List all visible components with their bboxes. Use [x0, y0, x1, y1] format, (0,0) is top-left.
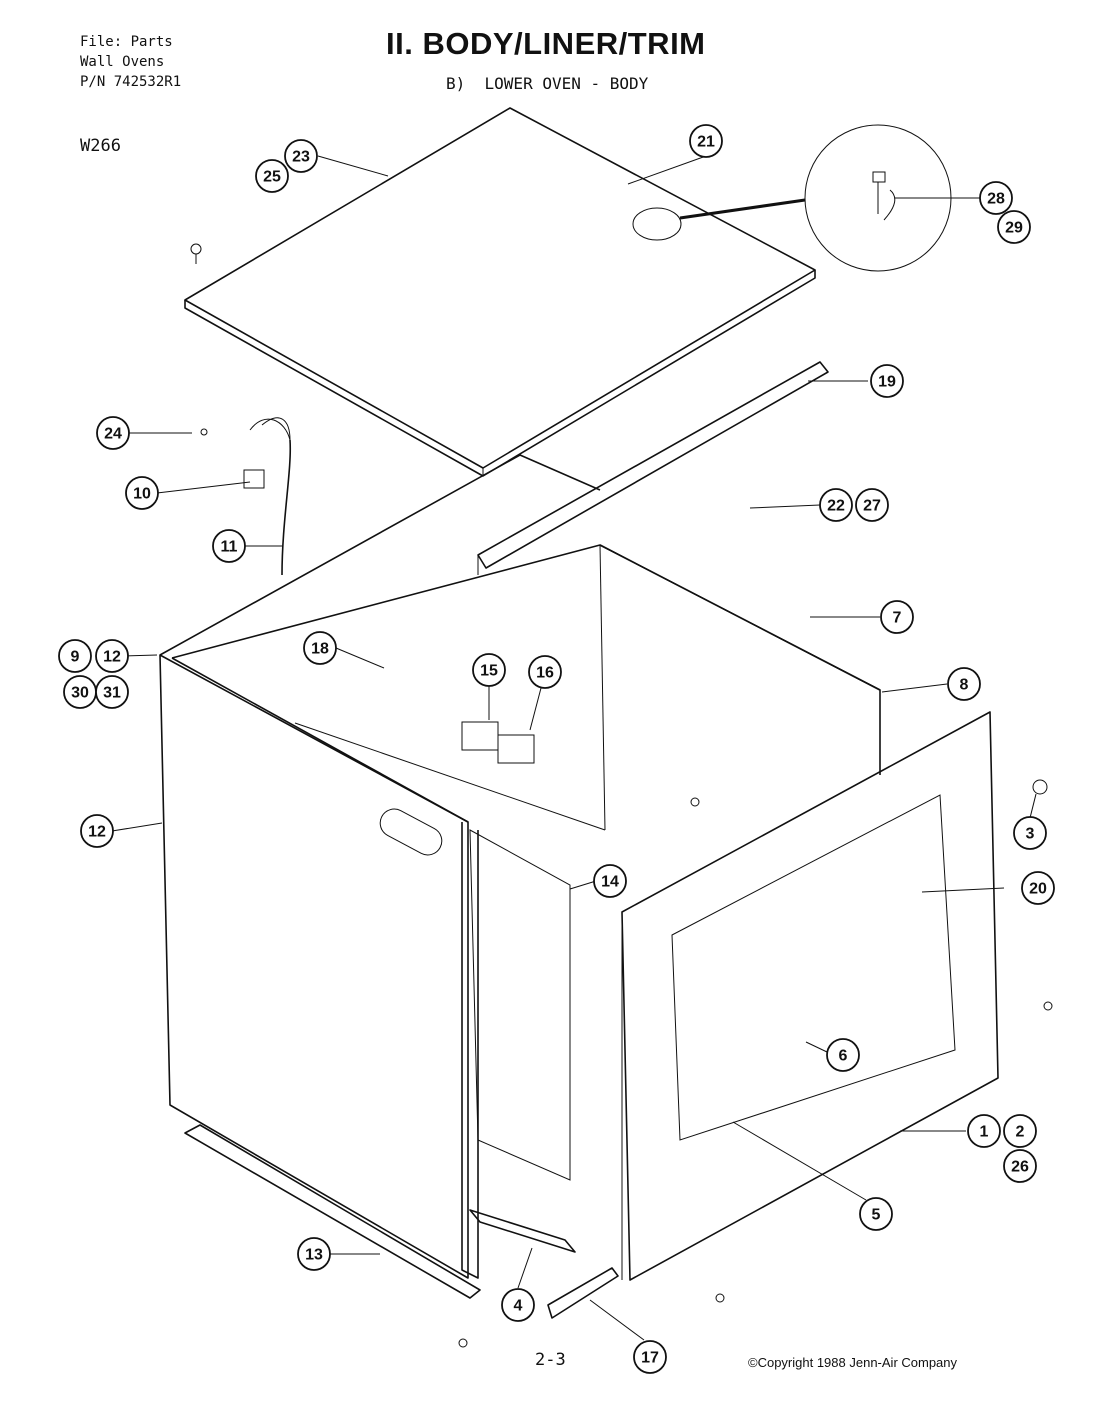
- product-line: Wall Ovens: [80, 54, 165, 70]
- callout-label: 3: [1026, 826, 1035, 843]
- callout-6: 6: [826, 1038, 860, 1072]
- callout-28: 28: [979, 181, 1013, 215]
- cabinet-body: [159, 454, 881, 1279]
- part-number-line: P/N 742532R1: [80, 74, 182, 90]
- screws: [200, 428, 1053, 1348]
- callout-16: 16: [528, 655, 562, 689]
- callout-label: 26: [1011, 1159, 1029, 1176]
- callout-label: 12: [103, 649, 121, 666]
- page-subtitle: B) LOWER OVEN - BODY: [446, 74, 649, 93]
- callout-10: 10: [125, 476, 159, 510]
- file-info: File: Parts Wall Ovens P/N 742532R1: [80, 32, 181, 92]
- callout-21: 21: [689, 124, 723, 158]
- callout-8: 8: [947, 667, 981, 701]
- callout-29: 29: [997, 210, 1031, 244]
- callout-19: 19: [870, 364, 904, 398]
- callout-label: 5: [872, 1207, 881, 1224]
- callout-label: 13: [305, 1247, 323, 1264]
- callout-label: 27: [863, 498, 881, 515]
- callout-4: 4: [501, 1288, 535, 1322]
- callout-label: 29: [1005, 220, 1023, 237]
- page-number: 2-3: [535, 1350, 566, 1370]
- callout-label: 4: [514, 1298, 523, 1315]
- callout-18: 18: [303, 631, 337, 665]
- callout-5: 5: [859, 1197, 893, 1231]
- conduit: [243, 417, 292, 576]
- rear-rail: [477, 361, 829, 575]
- bottom-rails: [184, 1124, 619, 1319]
- callout-15: 15: [472, 653, 506, 687]
- callout-14: 14: [593, 864, 627, 898]
- callout-label: 31: [103, 685, 121, 702]
- callout-12: 12: [80, 814, 114, 848]
- callout-label: 25: [263, 169, 281, 186]
- callout-17: 17: [633, 1340, 667, 1374]
- terminal-blocks: [461, 721, 535, 764]
- callout-1: 1: [967, 1114, 1001, 1148]
- leader-lines: [111, 155, 1037, 1341]
- callout-label: 14: [601, 874, 619, 891]
- callout-label: 30: [71, 685, 89, 702]
- callout-9: 9: [58, 639, 92, 673]
- callout-24: 24: [96, 416, 130, 450]
- callout-13: 13: [297, 1237, 331, 1271]
- screw-top: [190, 243, 202, 264]
- callout-label: 7: [893, 610, 902, 627]
- callout-3: 3: [1013, 816, 1047, 850]
- page-title: II. BODY/LINER/TRIM: [386, 26, 706, 61]
- callout-label: 23: [292, 149, 310, 166]
- callout-label: 10: [133, 486, 151, 503]
- callout-label: 1: [980, 1124, 989, 1141]
- callout-label: 8: [960, 677, 969, 694]
- callout-label: 11: [221, 539, 238, 556]
- callout-7: 7: [880, 600, 914, 634]
- callout-label: 2: [1016, 1124, 1025, 1141]
- callout-25: 25: [255, 159, 289, 193]
- callout-31: 31: [95, 675, 129, 709]
- callout-27: 27: [855, 488, 889, 522]
- file-line: File: Parts: [80, 34, 173, 50]
- model-number: W266: [80, 136, 121, 156]
- callout-26: 26: [1003, 1149, 1037, 1183]
- callout-label: 12: [88, 824, 106, 841]
- callout-label: 15: [480, 663, 498, 680]
- callout-2: 2: [1003, 1114, 1037, 1148]
- callout-label: 28: [987, 191, 1005, 208]
- callout-12: 12: [95, 639, 129, 673]
- callout-22: 22: [819, 488, 853, 522]
- callout-label: 16: [536, 665, 554, 682]
- callout-11: 11: [212, 529, 246, 563]
- callout-label: 24: [104, 426, 122, 443]
- callout-label: 20: [1029, 881, 1047, 898]
- callout-30: 30: [63, 675, 97, 709]
- copyright-notice: ©Copyright 1988 Jenn-Air Company: [748, 1355, 958, 1370]
- callout-23: 23: [284, 139, 318, 173]
- callout-label: 22: [827, 498, 845, 515]
- callout-label: 18: [311, 641, 329, 658]
- callout-label: 19: [878, 374, 896, 391]
- callout-label: 17: [641, 1350, 659, 1367]
- front-frame: [621, 711, 999, 1281]
- callout-label: 9: [71, 649, 80, 666]
- callout-20: 20: [1021, 871, 1055, 905]
- callout-label: 21: [697, 134, 715, 151]
- callout-label: 6: [839, 1048, 848, 1065]
